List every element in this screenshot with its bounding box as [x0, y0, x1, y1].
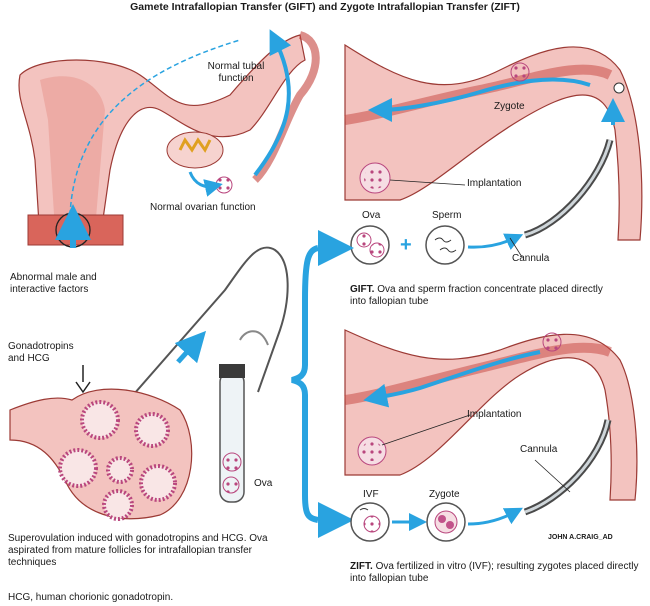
caption-zift-text: Ova fertilized in vitro (IVF); resulting…: [350, 561, 639, 584]
label-ova-gift: Ova: [362, 210, 381, 221]
label-zygote-top: Zygote: [494, 101, 525, 112]
zift-tube-illustration: [344, 329, 638, 516]
caption-superovulation: Superovulation induced with gonadotropin…: [8, 533, 268, 568]
caption-gift-text: Ova and sperm fraction concentrate place…: [350, 284, 603, 307]
caption-zift: ZIFT. Ova fertilized in vitro (IVF); res…: [350, 561, 640, 585]
label-ova-tube: Ova: [254, 478, 273, 489]
caption-gift-term: GIFT.: [350, 284, 375, 295]
aspiration-apparatus: [119, 246, 289, 503]
normal-uterus-illustration: [18, 29, 320, 248]
ovary-follicles: [9, 365, 193, 521]
zift-ivf-zygote: [350, 502, 523, 542]
label-normal-tubal: Normal tubal function: [207, 61, 265, 84]
label-implantation-bottom: Implantation: [467, 409, 522, 420]
artist-signature: JOHN A.CRAIG_AD: [548, 534, 613, 541]
gift-tube-illustration: [344, 43, 643, 241]
gift-ova-sperm: +: [350, 225, 524, 265]
leader-lines: [381, 179, 571, 493]
label-cannula-bottom: Cannula: [520, 444, 558, 455]
procedure-brace: [291, 230, 354, 538]
caption-zift-term: ZIFT.: [350, 561, 373, 572]
label-cannula-top: Cannula: [512, 253, 550, 264]
label-gonadotropins: Gonadotropins and HCG: [8, 341, 74, 364]
caption-gift: GIFT. Ova and sperm fraction concentrate…: [350, 284, 615, 308]
label-abnormal-male: Abnormal male and interactive factors: [10, 272, 97, 295]
svg-text:+: +: [400, 234, 412, 256]
footnote-hcg: HCG, human chorionic gonadotropin.: [8, 592, 174, 603]
figure-title: Gamete Intrafallopian Transfer (GIFT) an…: [130, 1, 520, 13]
label-normal-ovarian: Normal ovarian function: [150, 202, 256, 213]
label-ivf: IVF: [363, 489, 379, 500]
label-zygote-bottom: Zygote: [429, 489, 460, 500]
label-implantation-top: Implantation: [467, 178, 522, 189]
label-sperm: Sperm: [432, 210, 462, 221]
